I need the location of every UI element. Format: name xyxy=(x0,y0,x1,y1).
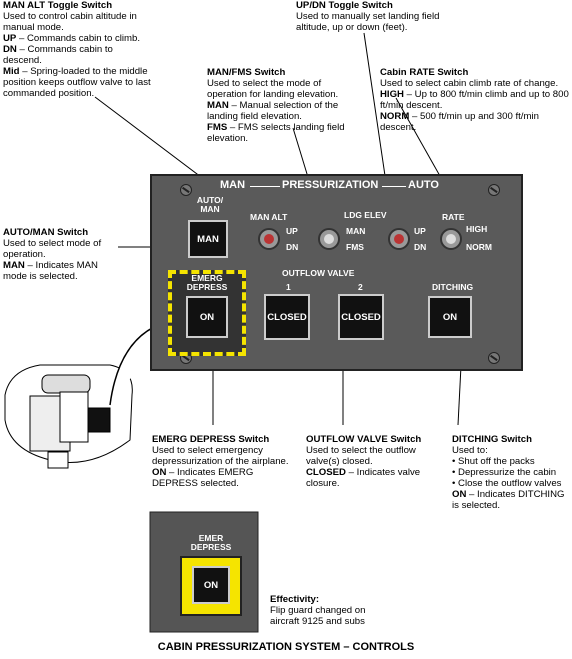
auto-man-label: AUTO/ MAN xyxy=(196,195,224,214)
outflow-valve-2-button[interactable]: CLOSED xyxy=(338,294,384,340)
panel-title: PRESSURIZATION xyxy=(282,179,379,191)
panel-auto-label: AUTO xyxy=(408,179,439,191)
outflow-valve-label: OUTFLOW VALVE xyxy=(282,268,355,278)
screw-icon xyxy=(180,184,192,196)
updn-toggle[interactable] xyxy=(388,228,410,250)
effectivity-note: Effectivity: Flip guard changed on aircr… xyxy=(270,594,366,627)
rate-switch[interactable] xyxy=(440,228,462,250)
ldg-elev-label: LDG ELEV xyxy=(344,210,387,220)
outflow-callout: OUTFLOW VALVE Switch Used to select the … xyxy=(306,434,422,489)
man-fms-switch[interactable] xyxy=(318,228,340,250)
emerg-depress-button[interactable]: ON xyxy=(186,296,228,338)
outflow-valve-1-button[interactable]: CLOSED xyxy=(264,294,310,340)
rate-label: RATE xyxy=(442,212,465,222)
valve-1-label: 1 xyxy=(286,282,291,292)
manfms-callout: MAN/FMS Switch Used to select the mode o… xyxy=(207,67,345,144)
screw-icon xyxy=(488,352,500,364)
man-alt-label: MAN ALT xyxy=(250,212,288,222)
emerg-callout: EMERG DEPRESS Switch Used to select emer… xyxy=(152,434,289,489)
screw-icon xyxy=(488,184,500,196)
updn-up-label: UP xyxy=(414,226,426,236)
auto-man-button[interactable]: MAN xyxy=(188,220,228,258)
man-alt-callout: MAN ALT Toggle Switch Used to control ca… xyxy=(3,0,151,99)
panel-man-label: MAN xyxy=(220,179,246,191)
inset-emer-depress-label: EMER DEPRESS xyxy=(190,533,232,552)
rate-high-label: HIGH xyxy=(466,224,488,234)
flight-deck-overview xyxy=(4,364,133,469)
man-alt-dn-label: DN xyxy=(286,242,299,252)
figure-caption: CABIN PRESSURIZATION SYSTEM – CONTROLS xyxy=(157,641,415,653)
updn-dn-label: DN xyxy=(414,242,427,252)
valve-2-label: 2 xyxy=(358,282,363,292)
inset-on-button[interactable]: ON xyxy=(192,566,230,604)
pressurization-panel: MAN PRESSURIZATION AUTO AUTO/ MAN MAN MA… xyxy=(150,174,523,371)
ditching-label: DITCHING xyxy=(432,282,474,292)
updn-callout: UP/DN Toggle Switch Used to manually set… xyxy=(296,0,440,33)
ditching-callout: DITCHING Switch Used to: • Shut off the … xyxy=(452,434,565,511)
man-fms-fms-label: FMS xyxy=(346,242,364,252)
man-alt-toggle[interactable] xyxy=(258,228,280,250)
man-alt-up-label: UP xyxy=(286,226,298,236)
ditching-button[interactable]: ON xyxy=(428,296,472,338)
emerg-depress-label: EMERG DEPRESS xyxy=(186,273,228,292)
man-fms-man-label: MAN xyxy=(346,226,366,236)
rate-callout: Cabin RATE Switch Used to select cabin c… xyxy=(380,67,569,133)
automan-callout: AUTO/MAN Switch Used to select mode of o… xyxy=(3,227,102,282)
rate-norm-label: NORM xyxy=(466,242,492,252)
